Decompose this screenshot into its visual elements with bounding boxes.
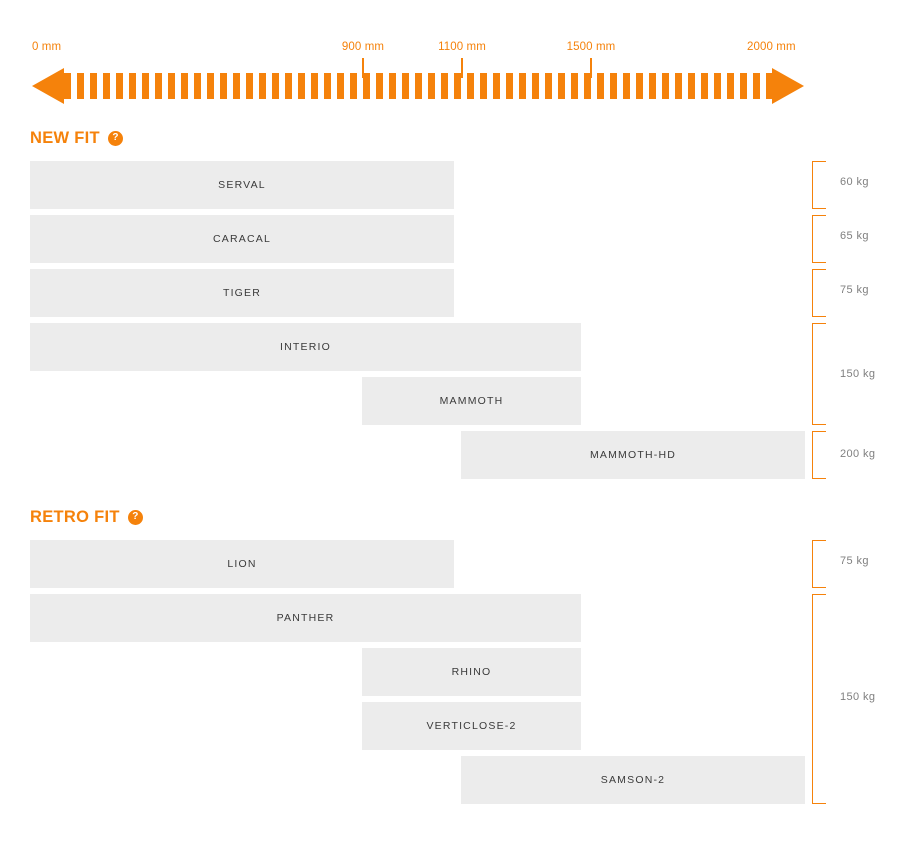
weight-bracket [812,594,826,804]
product-bar-label: MAMMOTH [439,395,504,407]
section-header-new-fit: NEW FIT? [30,130,123,147]
product-bar[interactable]: SERVAL [30,161,454,209]
weight-bracket [812,323,826,425]
product-bar-label: INTERIO [280,341,331,353]
weight-capacity-label: 75 kg [840,555,869,567]
product-bar[interactable]: LION [30,540,454,588]
product-bar[interactable]: VERTICLOSE-2 [362,702,581,750]
product-bar-label: CARACAL [213,233,271,245]
weight-bracket [812,540,826,588]
product-bar[interactable]: RHINO [362,648,581,696]
product-bar[interactable]: PANTHER [30,594,581,642]
product-bar[interactable]: CARACAL [30,215,454,263]
weight-capacity-label: 150 kg [840,691,876,703]
product-bar-label: PANTHER [276,612,335,624]
ruler-tick-line [362,58,364,78]
product-bar-label: LION [227,558,257,570]
question-mark-icon[interactable]: ? [107,130,123,146]
product-bar[interactable]: TIGER [30,269,454,317]
product-bar-label: RHINO [451,666,492,678]
ruler-tick-label: 2000 mm [747,41,796,53]
ruler-tick-line [461,58,463,78]
question-mark-icon[interactable]: ? [127,509,143,525]
product-bar-label: TIGER [222,287,262,299]
weight-bracket [812,269,826,317]
product-bar[interactable]: INTERIO [30,323,581,371]
product-bar-label: SAMSON-2 [600,774,666,786]
section-title: RETRO FIT [30,508,120,526]
weight-capacity-label: 60 kg [840,176,869,188]
ruler-tick-label: 1100 mm [438,41,486,53]
product-bar-label: MAMMOTH-HD [589,449,677,461]
ruler-tick-label: 900 mm [341,41,385,53]
weight-capacity-label: 200 kg [840,448,876,460]
ruler-tick-label: 0 mm [32,41,62,53]
ruler-tick-line [590,58,592,78]
product-bar[interactable]: SAMSON-2 [461,756,805,804]
section-title: NEW FIT [30,129,100,147]
ruler-tick-label: 1500 mm [566,41,616,53]
weight-capacity-label: 150 kg [840,368,876,380]
arrow-left-icon [32,68,64,104]
ruler-hatching [64,73,774,99]
weight-capacity-label: 75 kg [840,284,869,296]
weight-bracket [812,161,826,209]
measurement-ruler: 0 mm 900 mm 1100 mm 1500 mm 2000 mm [0,0,905,112]
product-bar-label: SERVAL [218,179,266,191]
weight-capacity-label: 65 kg [840,230,869,242]
weight-bracket [812,431,826,479]
product-bar[interactable]: MAMMOTH-HD [461,431,805,479]
weight-bracket [812,215,826,263]
product-bar[interactable]: MAMMOTH [362,377,581,425]
section-header-retro-fit: RETRO FIT? [30,509,143,526]
product-bar-label: VERTICLOSE-2 [426,720,517,732]
arrow-right-icon [772,68,804,104]
